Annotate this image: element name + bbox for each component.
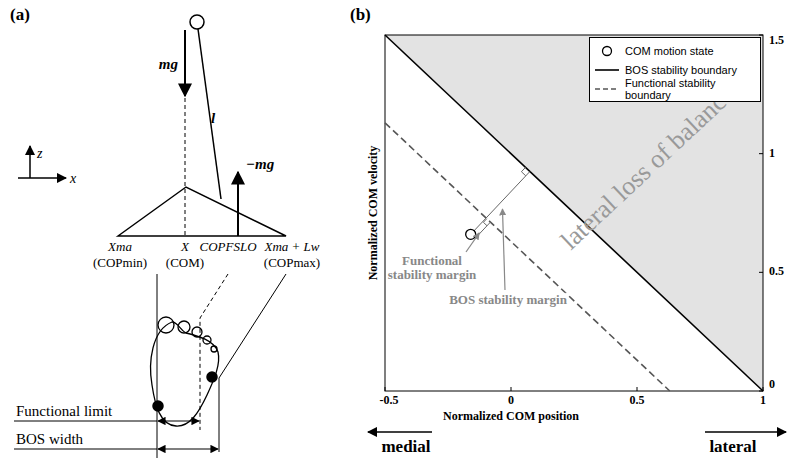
- pendulum-panel: [14, 15, 286, 458]
- tick-label: 0.5: [630, 394, 645, 407]
- pendulum-rod: [198, 29, 221, 199]
- dimension-label: BOS width: [16, 431, 83, 448]
- dimension-rule: [14, 421, 157, 422]
- tick: [759, 153, 763, 154]
- panel-label: (a): [10, 6, 30, 25]
- dimension-label: Functional limit: [16, 403, 112, 420]
- legend-text: BOS stability boundary: [625, 64, 737, 76]
- force-label: −mg: [246, 156, 274, 173]
- bos-left-line: [157, 274, 158, 458]
- leader-line: [502, 209, 505, 290]
- position-label: (COPmin): [93, 256, 147, 270]
- panel-label: (b): [350, 6, 371, 25]
- legend-sample: [594, 45, 620, 57]
- tick-label: -0.5: [380, 394, 399, 407]
- force-label: mg: [159, 56, 178, 73]
- reaction-arrow: [237, 172, 239, 236]
- tick: [511, 387, 512, 391]
- toe: [211, 346, 217, 352]
- toe: [158, 317, 174, 333]
- position-label: (COM): [166, 256, 204, 270]
- legend-sample: [594, 83, 620, 95]
- direction-arrow: [368, 431, 432, 433]
- tick-label: 1.5: [769, 34, 784, 47]
- position-label: Xma: [108, 240, 132, 254]
- leader-line: [466, 233, 479, 252]
- position-label: X: [181, 240, 189, 254]
- margin-label: BOS stability margin: [449, 293, 567, 307]
- bos-margin-line: [471, 171, 530, 234]
- stability-plot: [368, 35, 786, 432]
- bos-boundary: [385, 35, 763, 391]
- com-projection: [185, 98, 186, 236]
- axis-title: Normalized COM velocity: [367, 146, 380, 281]
- tick-label: 1: [769, 147, 775, 160]
- right-angle-mark: [521, 167, 525, 175]
- cop-dot: [153, 401, 163, 411]
- z-axis-arrow: [29, 146, 31, 178]
- axis-title: Normalized COM position: [443, 410, 579, 423]
- direction-label: lateral: [709, 438, 756, 457]
- legend-sample: [594, 64, 620, 76]
- tick: [759, 272, 763, 273]
- length-label: l: [211, 110, 215, 127]
- tick-label: 1: [760, 394, 766, 407]
- cop-dot: [207, 372, 217, 382]
- direction-arrow: [705, 431, 786, 433]
- tick-label: 0: [769, 378, 775, 391]
- foot-outline: [151, 322, 219, 426]
- tick: [385, 387, 386, 391]
- margin-label: Functional stability margin: [386, 254, 478, 283]
- position-label: COPFSLO: [199, 240, 256, 254]
- bos-width-dimension: [158, 448, 218, 449]
- x-axis-arrow: [18, 177, 66, 179]
- tick-label: 0.5: [769, 266, 784, 279]
- bos-right-line: [219, 274, 286, 452]
- direction-label: medial: [381, 438, 430, 457]
- legend-row: COM motion state: [594, 41, 756, 60]
- toe: [203, 336, 211, 344]
- foot-triangle: [118, 187, 286, 236]
- tick-label: 0: [508, 394, 514, 407]
- legend-text: Functional stability boundary: [625, 77, 756, 101]
- functional-limit-dimension: [158, 420, 199, 421]
- functional-boundary: [385, 123, 670, 391]
- legend-box: COM motion stateBOS stability boundaryFu…: [589, 37, 761, 102]
- position-label: Xma + Lw: [264, 240, 319, 254]
- com-mass: [190, 15, 204, 29]
- loss-region: [385, 35, 763, 391]
- functional-limit-line: [200, 274, 228, 430]
- axis-name: x: [70, 171, 76, 186]
- legend-row: Functional stability boundary: [594, 79, 756, 98]
- position-label: (COPmax): [264, 256, 320, 270]
- plot-frame: [385, 35, 763, 391]
- com-state-marker: [466, 229, 476, 239]
- toe: [178, 321, 190, 333]
- legend-text: COM motion state: [625, 45, 714, 57]
- dimension-rule: [14, 449, 157, 450]
- tick: [637, 387, 638, 391]
- legend-row: BOS stability boundary: [594, 60, 756, 79]
- tick: [759, 35, 763, 36]
- right-angle-mark: [483, 219, 487, 226]
- gravity-arrow: [184, 30, 186, 96]
- toe: [192, 327, 202, 337]
- axis-name: z: [37, 146, 42, 161]
